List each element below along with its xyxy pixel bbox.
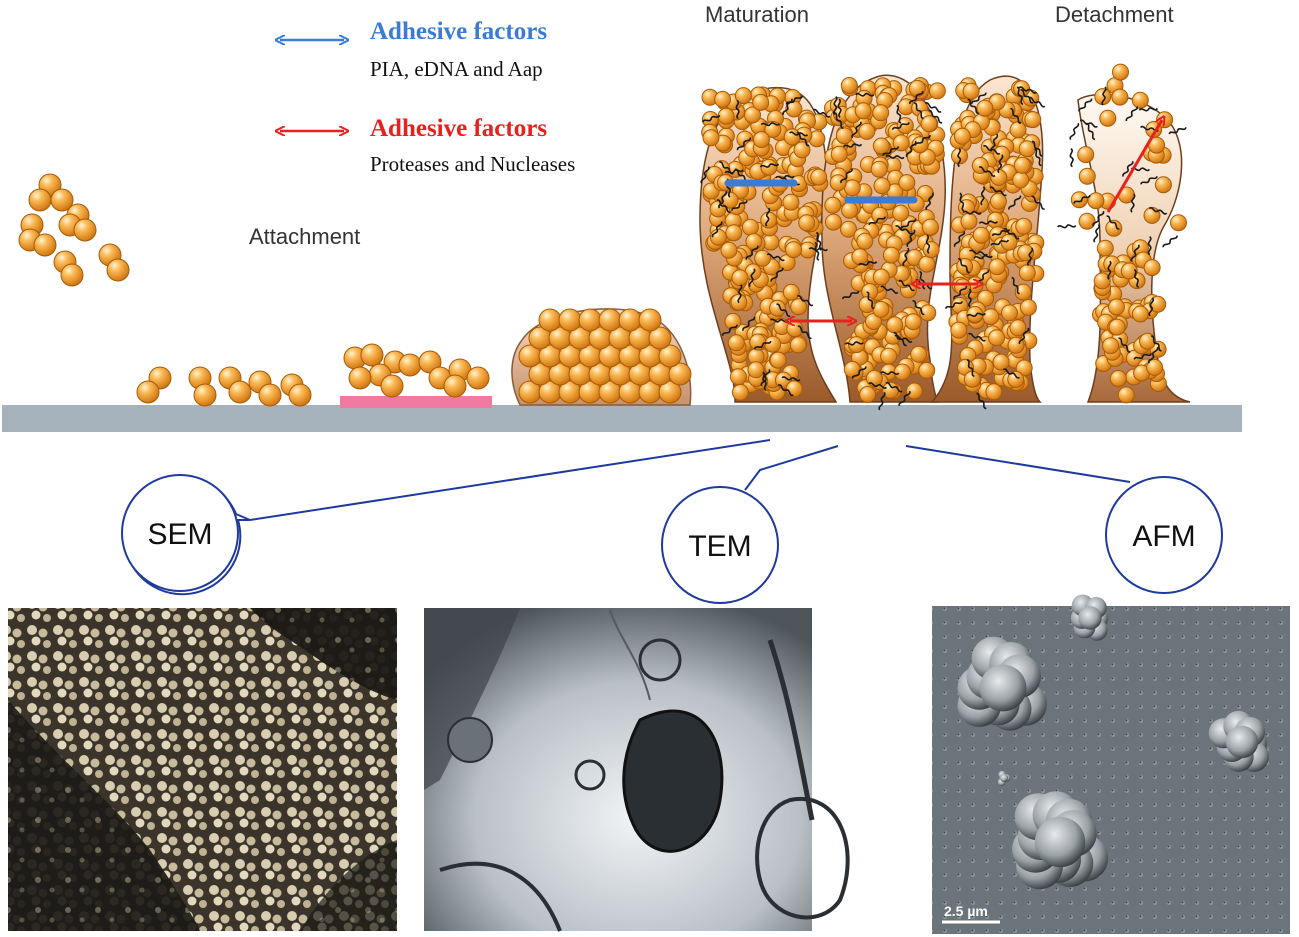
substrate-surface: [2, 405, 1242, 432]
sem-micrograph: [8, 608, 397, 931]
afm-callout-line: [905, 445, 1131, 483]
sem-bubble-circle: [121, 474, 239, 592]
afm-micrograph: 2.5 µm: [932, 594, 1290, 934]
tem-callout-line: [744, 445, 839, 491]
tem-bubble-circle: [661, 486, 779, 604]
stage-label-attachment: Attachment: [249, 224, 361, 249]
legend-red-subtitle: Proteases and Nucleases: [370, 152, 576, 176]
sem-callout-line: [249, 439, 771, 521]
tem-label: TEM: [688, 530, 751, 563]
sem-label: SEM: [147, 518, 212, 551]
red-dispersal-arrow-3: [1106, 120, 1162, 213]
legend-red-title: Adhesive factors: [370, 115, 548, 142]
legend-blue-title: Adhesive factors: [370, 18, 548, 45]
afm-scale-label: 2.5 µm: [944, 903, 988, 919]
legend-blue-subtitle: PIA, eDNA and Aap: [370, 57, 543, 81]
stage-label-detachment: Detachment: [1055, 2, 1174, 27]
conditioning-film: [340, 396, 492, 408]
afm-label: AFM: [1132, 520, 1195, 553]
stage-label-maturation: Maturation: [705, 2, 809, 27]
afm-bubble-circle: [1105, 476, 1223, 594]
tem-micrograph: [424, 608, 850, 932]
bacterial-cells: [18, 63, 1187, 407]
